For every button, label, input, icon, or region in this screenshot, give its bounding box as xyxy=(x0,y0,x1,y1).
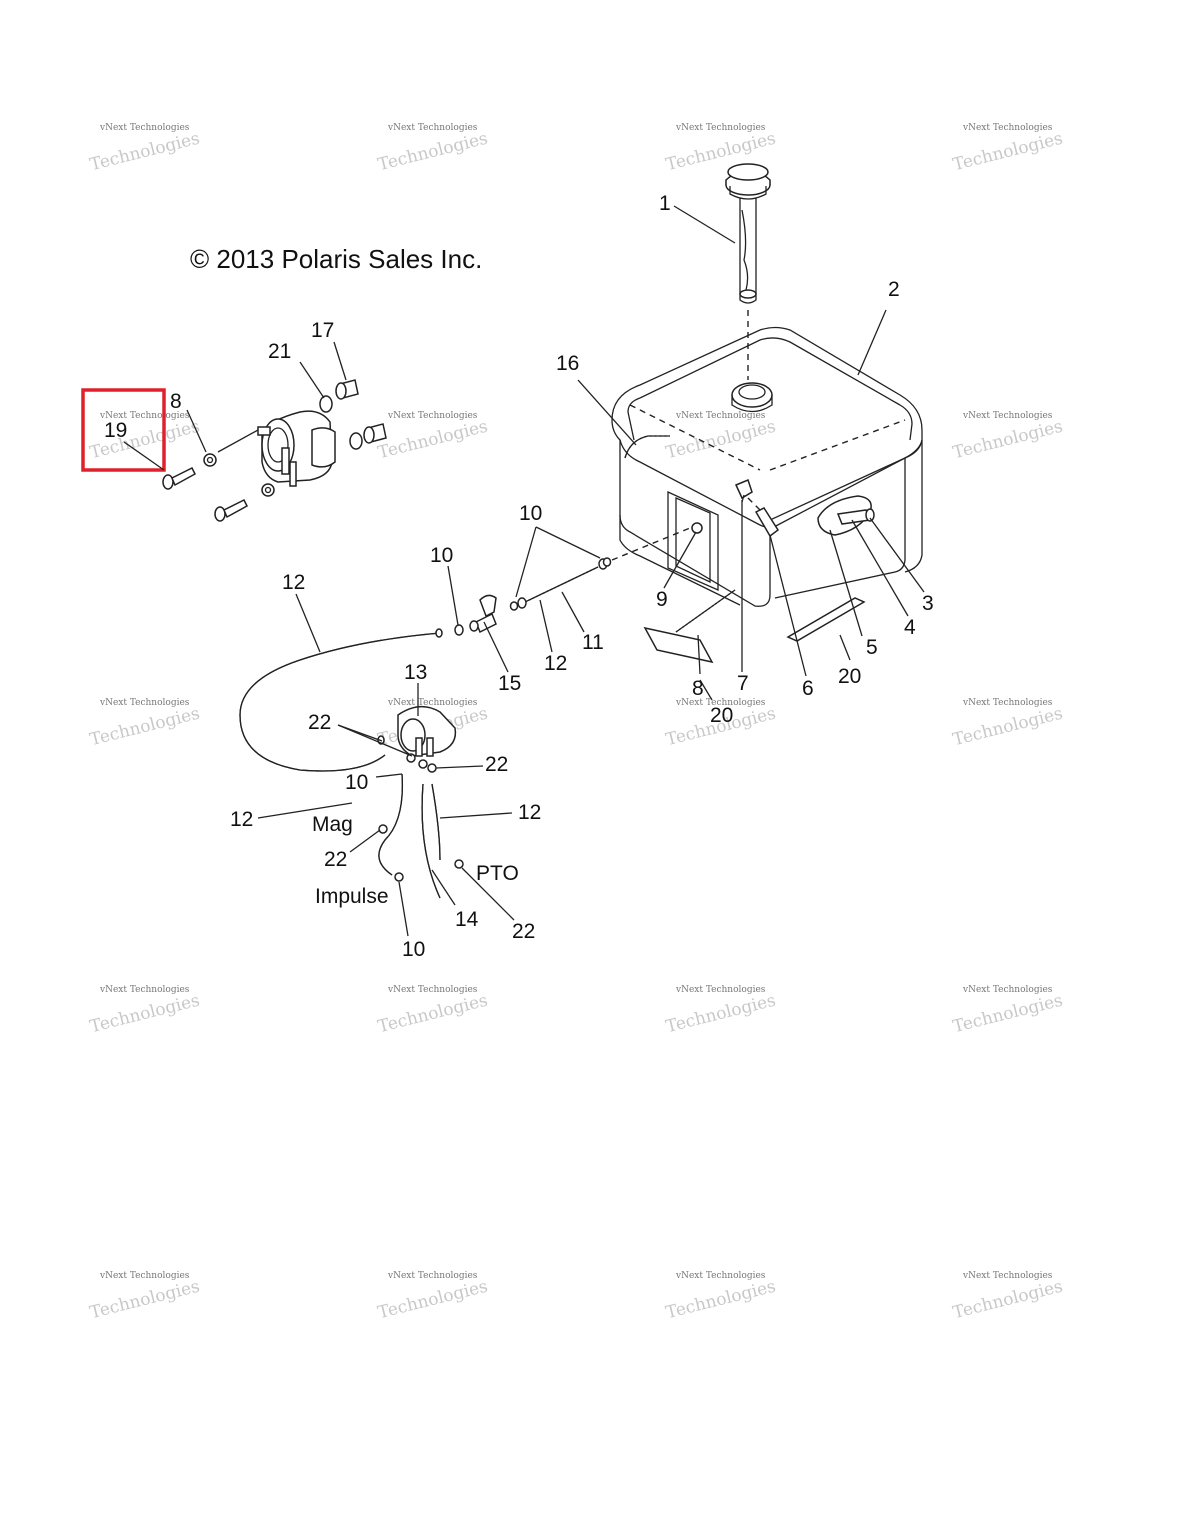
watermark-small: vNext Technologies xyxy=(675,411,766,421)
callout-10-mag[interactable]: 10 xyxy=(345,771,368,794)
watermark-small: vNext Technologies xyxy=(387,698,478,708)
watermark-small: vNext Technologies xyxy=(387,1271,478,1281)
callout-12-spring[interactable]: 12 xyxy=(544,652,567,675)
bushing xyxy=(691,522,703,534)
watermark-small: vNext Technologies xyxy=(99,985,190,995)
filler-cap-dipstick xyxy=(725,163,771,304)
watermark-small: vNext Technologies xyxy=(962,1271,1053,1281)
watermark-large: Technologies xyxy=(951,704,1065,751)
callout-15[interactable]: 15 xyxy=(498,672,521,695)
watermark-small: vNext Technologies xyxy=(99,123,190,133)
callout-9[interactable]: 9 xyxy=(656,588,668,611)
upper-fuel-pump xyxy=(162,379,387,522)
watermark-large: Technologies xyxy=(376,417,490,464)
callout-10-valve[interactable]: 10 xyxy=(430,544,453,567)
label-pto: PTO xyxy=(476,862,519,885)
callout-11[interactable]: 11 xyxy=(582,631,604,654)
watermark-large: Technologies xyxy=(951,991,1065,1038)
watermark-small: vNext Technologies xyxy=(962,698,1053,708)
oil-tank xyxy=(611,326,923,607)
watermark-small: vNext Technologies xyxy=(675,985,766,995)
watermark-large: Technologies xyxy=(376,991,490,1038)
callout-labels: 1 2 3 4 5 6 7 8 9 10 10 11 12 12 15 16 1… xyxy=(170,192,934,961)
watermark-large: Technologies xyxy=(376,1277,490,1324)
callout-21[interactable]: 21 xyxy=(268,340,291,363)
callout-22-d[interactable]: 22 xyxy=(512,920,535,943)
watermark-large: Technologies xyxy=(951,129,1065,176)
leader-lines xyxy=(123,205,925,937)
watermark-small: vNext Technologies xyxy=(387,985,478,995)
callout-13[interactable]: 13 xyxy=(404,661,427,684)
callout-4[interactable]: 4 xyxy=(904,616,916,639)
watermark-small: vNext Technologies xyxy=(387,411,478,421)
label-mag: Mag xyxy=(312,813,353,836)
watermark-large: Technologies xyxy=(376,129,490,176)
label-impulse: Impulse xyxy=(315,885,389,908)
impulse-fuel-pump xyxy=(377,706,457,773)
watermark-large: Technologies xyxy=(664,1277,778,1324)
watermark-small: vNext Technologies xyxy=(962,123,1053,133)
callout-8-strap[interactable]: 8 xyxy=(692,677,704,700)
callout-20-left[interactable]: 20 xyxy=(710,704,733,727)
watermark-small: vNext Technologies xyxy=(675,123,766,133)
callout-17[interactable]: 17 xyxy=(311,319,334,342)
callout-3[interactable]: 3 xyxy=(922,592,934,615)
watermark-small: vNext Technologies xyxy=(962,985,1053,995)
watermark-small: vNext Technologies xyxy=(387,123,478,133)
callout-22-b[interactable]: 22 xyxy=(485,753,508,776)
callout-6[interactable]: 6 xyxy=(802,677,814,700)
watermark-small: vNext Technologies xyxy=(99,411,190,421)
callout-14[interactable]: 14 xyxy=(455,908,479,931)
spring-hose xyxy=(509,527,691,611)
watermark-large: Technologies xyxy=(664,991,778,1038)
callout-2[interactable]: 2 xyxy=(888,278,900,301)
watermark-small: vNext Technologies xyxy=(99,698,190,708)
callout-19[interactable]: 19 xyxy=(104,419,127,442)
highlight-box[interactable] xyxy=(81,388,166,472)
outlet-fitting xyxy=(817,495,875,536)
watermark-large: Technologies xyxy=(88,1277,202,1324)
watermark-small: vNext Technologies xyxy=(99,1271,190,1281)
watermark-large: Technologies xyxy=(951,417,1065,464)
callout-12-pto[interactable]: 12 xyxy=(518,801,541,824)
copyright-text: © 2013 Polaris Sales Inc. xyxy=(190,244,482,274)
decal-left xyxy=(643,626,714,664)
watermark-large: Technologies xyxy=(951,1277,1065,1324)
callout-5[interactable]: 5 xyxy=(866,636,878,659)
internal-hose xyxy=(624,435,670,459)
watermark-small: vNext Technologies xyxy=(675,1271,766,1281)
callout-8-washer[interactable]: 8 xyxy=(170,390,182,413)
watermark-large: Technologies xyxy=(88,704,202,751)
callout-12-line[interactable]: 12 xyxy=(282,571,305,594)
watermark-small: vNext Technologies xyxy=(675,698,766,708)
callout-22-c[interactable]: 22 xyxy=(324,848,347,871)
callout-7[interactable]: 7 xyxy=(737,672,749,695)
watermark-large: Technologies xyxy=(88,991,202,1038)
watermark-large: Technologies xyxy=(88,129,202,176)
callout-20-right[interactable]: 20 xyxy=(838,665,861,688)
callout-12-mag[interactable]: 12 xyxy=(230,808,253,831)
shutoff-valve xyxy=(454,594,497,636)
decal-right xyxy=(786,597,866,642)
watermark-small: vNext Technologies xyxy=(962,411,1053,421)
callout-10-impulse[interactable]: 10 xyxy=(402,938,425,961)
watermark-large: Technologies xyxy=(664,417,778,464)
callout-1[interactable]: 1 xyxy=(659,192,671,215)
callout-22-a[interactable]: 22 xyxy=(308,711,331,734)
pump-hoses xyxy=(378,773,464,899)
callout-16[interactable]: 16 xyxy=(556,352,579,375)
callout-10-top[interactable]: 10 xyxy=(519,502,542,525)
